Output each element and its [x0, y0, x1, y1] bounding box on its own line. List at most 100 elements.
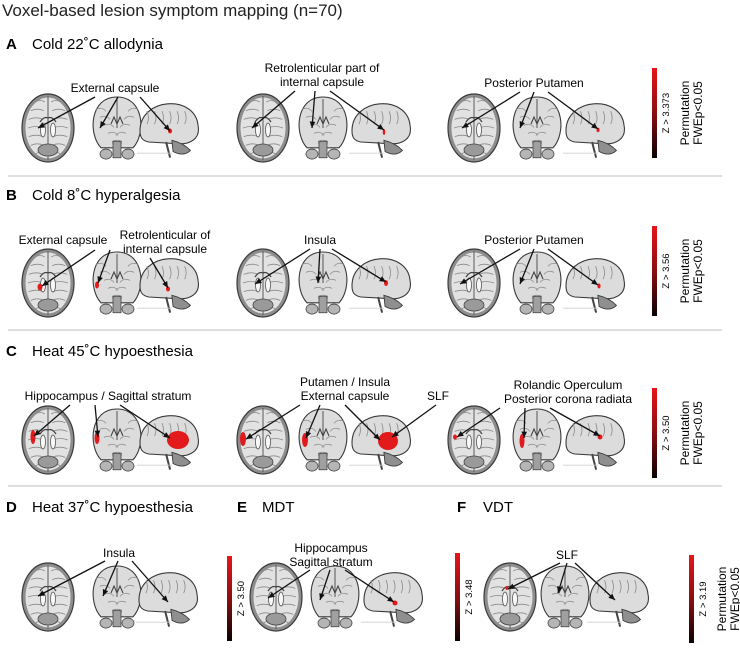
- label-hippocampus-c: Hippocampus / Sagittal stratum: [25, 389, 192, 403]
- d1-sagittal-slice: [136, 572, 198, 627]
- lesion-c3-axial: [453, 434, 457, 440]
- label-external-capsule-b: External capsule: [19, 233, 108, 247]
- label-rolandic-c-line2: Posterior corona radiata: [504, 392, 632, 406]
- f1-sagittal-slice: [587, 572, 649, 627]
- colorbar-threshold-label: Z > 3.19: [698, 581, 709, 616]
- annotation-arrow: [97, 249, 111, 284]
- b3-axial-slice: [447, 248, 501, 318]
- annotation-arrow: [519, 91, 535, 129]
- label-retrolenticular-a-line1: Retrolenticular part of: [265, 61, 380, 75]
- label-retrolenticular-b-line1: Retrolenticular of: [120, 228, 211, 242]
- b2-coronal-slice: [298, 251, 348, 315]
- b2-sagittal-slice: [349, 258, 411, 313]
- colorbar-threshold-label: Z > 3.50: [236, 581, 247, 616]
- c2-coronal-slice: [298, 408, 348, 472]
- colorbar-d: Z > 3.50: [227, 556, 247, 641]
- label-putamen-insula-c-line1: Putamen / Insula: [300, 375, 390, 389]
- label-hippocampus-e-line1: Hippocampus: [294, 541, 367, 555]
- lesion-c3-coronal: [519, 434, 525, 448]
- annotation-arrow: [391, 404, 437, 438]
- lesion-f1-axial: [505, 586, 509, 590]
- label-slf-c: SLF: [427, 389, 449, 403]
- label-posterior-putamen-b: Posterior Putamen: [484, 233, 583, 247]
- annotation-arrow: [461, 91, 521, 129]
- annotation-arrow: [245, 404, 301, 440]
- annotation-arrow: [456, 407, 501, 438]
- annotation-arrow: [519, 248, 535, 285]
- lesion-b1-axial: [37, 283, 43, 291]
- c3-sagittal-slice: [563, 415, 625, 470]
- colorbar-e: Z > 3.48: [455, 553, 475, 641]
- panel-d-letter: D: [6, 499, 17, 516]
- lesion-b1-coronal: [95, 281, 99, 289]
- annotation-arrow: [139, 96, 171, 132]
- annotation-arrow: [557, 562, 568, 594]
- annotation-arrow: [102, 560, 119, 597]
- label-posterior-putamen-a: Posterior Putamen: [484, 76, 583, 90]
- panel-e-title: MDT: [262, 499, 295, 516]
- a3-sagittal-slice: [563, 103, 625, 158]
- annotation-arrow: [549, 407, 601, 437]
- figure-title: Voxel-based lesion symptom mapping (n=70…: [2, 1, 343, 20]
- annotation-arrow: [119, 404, 171, 439]
- a2-sagittal-slice: [349, 103, 411, 158]
- label-putamen-insula-c-line2: External capsule: [301, 389, 390, 403]
- annotation-arrow: [344, 569, 395, 603]
- a3-coronal-slice: [512, 96, 562, 160]
- panel-d-title: Heat 37˚C hypoesthesia: [32, 499, 194, 516]
- a1-coronal-slice: [92, 96, 142, 160]
- lesion-b3-sagittal: [597, 283, 601, 289]
- f1-coronal-slice: [540, 565, 590, 629]
- annotation-arrow: [507, 562, 561, 590]
- lesion-c1-axial: [30, 430, 36, 444]
- annotation-arrow: [254, 248, 311, 285]
- annotation-arrow: [99, 96, 119, 129]
- annotation-arrow: [251, 90, 296, 129]
- colorbar-caption-line2: FWEp<0.05: [691, 401, 705, 465]
- lesion-b1-sagittal: [166, 286, 170, 292]
- label-insula-b: Insula: [304, 233, 336, 247]
- brain-slices: [21, 93, 649, 632]
- e1-coronal-slice: [310, 565, 360, 629]
- panel-f-letter: F: [457, 499, 466, 516]
- colorbar-caption-line2: FWEp<0.05: [691, 81, 705, 145]
- label-retrolenticular-b-line2: internal capsule: [123, 242, 207, 256]
- annotation-arrows: [33, 90, 616, 603]
- e1-sagittal-slice: [361, 572, 423, 627]
- annotation-arrow: [267, 569, 311, 599]
- a1-sagittal-slice: [137, 103, 199, 158]
- c1-coronal-slice: [92, 408, 142, 472]
- annotation-arrow: [574, 562, 616, 601]
- d1-coronal-slice: [92, 565, 142, 629]
- b1-axial-slice: [21, 248, 75, 318]
- lesion-c1-sagittal: [167, 431, 189, 449]
- a2-coronal-slice: [298, 96, 348, 160]
- panel-c-title: Heat 45˚C hypoesthesia: [32, 343, 194, 360]
- e1-axial-slice: [249, 562, 303, 632]
- annotation-arrow: [305, 404, 321, 439]
- colorbar-caption-line2: FWEp<0.05: [691, 239, 705, 303]
- annotation-arrow: [315, 248, 322, 284]
- colorbar-caption-line1: Permutation: [678, 81, 692, 146]
- colorbar-threshold-label: Z > 3.48: [464, 579, 475, 614]
- annotation-arrow: [331, 248, 387, 283]
- colorbar-caption-line1: Permutation: [715, 567, 729, 632]
- colorbar-caption-line1: Permutation: [678, 401, 692, 466]
- b1-sagittal-slice: [137, 258, 199, 313]
- panel-f-title: VDT: [483, 499, 513, 516]
- label-slf-f: SLF: [556, 548, 578, 562]
- annotation-arrow: [344, 404, 381, 441]
- panel-a-letter: A: [6, 36, 17, 53]
- panel-b-title: Cold 8˚C hyperalgesia: [32, 187, 181, 204]
- annotation-arrow: [41, 249, 96, 287]
- annotation-arrow: [37, 96, 96, 129]
- colorbar-threshold-label: Z > 3.56: [661, 253, 672, 288]
- annotation-arrow: [547, 91, 599, 130]
- f1-axial-slice: [483, 562, 537, 632]
